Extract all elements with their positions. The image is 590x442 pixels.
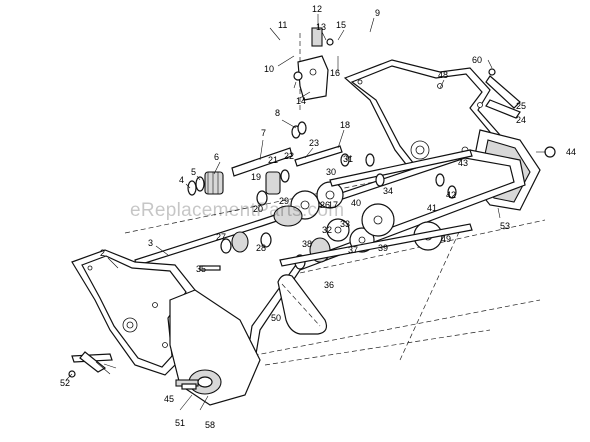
callout-13: 13 (316, 22, 326, 32)
callout-31: 31 (343, 154, 353, 164)
callout-10: 10 (264, 64, 274, 74)
callout-21: 21 (268, 155, 278, 165)
callout-44-right: 44 (566, 147, 576, 157)
leader-lines (65, 14, 546, 381)
callout-32: 32 (322, 225, 332, 235)
callout-53-right: 53 (500, 221, 510, 231)
callout-30: 30 (326, 167, 336, 177)
mounting-hardware (68, 68, 556, 411)
callout-45: 45 (164, 394, 174, 404)
callout-38: 38 (302, 239, 312, 249)
middle-gear-cluster (199, 145, 350, 271)
callout-50: 50 (271, 313, 281, 323)
callout-28: 28 (256, 243, 266, 253)
callout-12: 12 (312, 4, 322, 14)
callout-58: 58 (205, 420, 215, 430)
callout-60: 60 (472, 55, 482, 65)
callout-6: 6 (214, 152, 219, 162)
callout-14: 14 (296, 96, 306, 106)
callout-24-right: 24 (516, 115, 526, 125)
callout-29: 29 (279, 196, 289, 206)
callout-7: 7 (261, 128, 266, 138)
callout-40: 40 (351, 198, 361, 208)
callout-15: 15 (336, 20, 346, 30)
callout-35: 35 (196, 264, 206, 274)
callout-2: 2 (100, 248, 105, 258)
callout-19: 19 (251, 172, 261, 182)
callout-20: 20 (253, 204, 263, 214)
callout-5: 5 (191, 167, 196, 177)
left-side-plate (71, 249, 196, 376)
callout-41: 41 (427, 203, 437, 213)
callout-16: 16 (330, 68, 340, 78)
callout-37: 37 (348, 245, 358, 255)
watermark-text: eReplacementParts.com (130, 200, 344, 221)
callout-43: 43 (458, 158, 468, 168)
top-bracket (293, 27, 334, 101)
callout-34: 34 (383, 186, 393, 196)
callout-48: 48 (438, 70, 448, 80)
callout-8: 8 (275, 108, 280, 118)
callout-17: 17 (328, 200, 338, 210)
callout-27: 27 (216, 232, 226, 242)
callout-36: 36 (324, 280, 334, 290)
drive-chain (277, 274, 328, 335)
callout-51: 51 (175, 418, 185, 428)
upper-shaft-assembly (187, 121, 307, 196)
lower-gear-set (279, 149, 473, 270)
callout-4: 4 (179, 175, 184, 185)
lower-chain-case (169, 289, 261, 406)
callout-3: 3 (148, 238, 153, 248)
callout-labels: 2 3 4 5 6 7 8 9 10 11 12 13 14 15 16 17 … (60, 4, 576, 430)
callout-39: 39 (378, 243, 388, 253)
callout-42: 42 (446, 190, 456, 200)
callout-52: 52 (60, 378, 70, 388)
callout-22: 22 (284, 151, 294, 161)
callout-11: 11 (278, 20, 287, 30)
callout-9-top: 9 (375, 8, 380, 18)
callout-18-a: 18 (340, 120, 350, 130)
callout-33: 33 (340, 219, 350, 229)
callout-25-right: 25 (516, 101, 526, 111)
callout-23: 23 (309, 138, 319, 148)
callout-49: 49 (441, 234, 451, 244)
callout-26: 26 (320, 200, 330, 210)
